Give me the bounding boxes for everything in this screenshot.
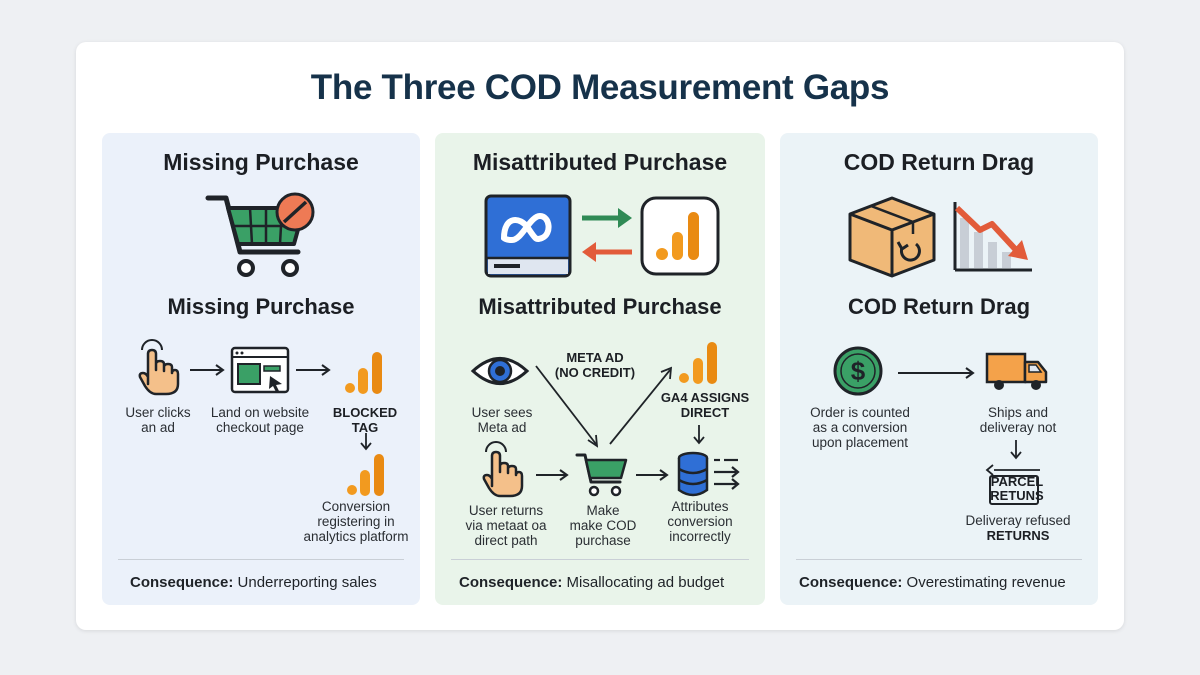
flow-arrow xyxy=(636,469,669,481)
pointer-hand-icon xyxy=(482,441,524,498)
no-entry-icon xyxy=(275,192,315,232)
shopping-cart-icon xyxy=(575,453,628,497)
panel-header: Missing Purchase xyxy=(163,149,359,175)
flow-arrow xyxy=(535,365,673,448)
svg-text:$: $ xyxy=(851,356,866,386)
divider xyxy=(796,559,1082,560)
ga4-bars-icon xyxy=(679,342,717,384)
down-arrow xyxy=(693,425,705,445)
ga4-bars-icon xyxy=(347,454,384,496)
consequence: Consequence: Underreporting sales xyxy=(130,574,377,591)
return-arrow xyxy=(985,464,1040,505)
step-label: Attributes conversion incorrectly xyxy=(667,499,733,544)
step-label: User sees Meta ad xyxy=(471,405,533,435)
panel-header: COD Return Drag xyxy=(843,149,1035,175)
ga4-bars-icon xyxy=(345,352,382,394)
meta-ad-label: META AD (NO CREDIT) xyxy=(554,350,636,380)
step-label: Ships and deliveray not xyxy=(979,405,1057,435)
ga4-bars-icon xyxy=(640,196,720,276)
delivery-truck-icon xyxy=(985,352,1048,390)
consequence: Consequence: Misallocating ad budget xyxy=(459,574,725,591)
down-arrow xyxy=(360,433,372,451)
divider xyxy=(451,559,749,560)
dollar-coin-icon: $ xyxy=(833,346,883,396)
step-label: Conversion registering in analytics plat… xyxy=(303,499,409,544)
returns-label: RETURNS xyxy=(986,528,1050,543)
panel-subheader: COD Return Drag xyxy=(847,294,1031,319)
down-arrow xyxy=(1010,440,1022,460)
step-label: Land on website checkout page xyxy=(210,405,310,435)
panel-subheader: Missing Purchase xyxy=(167,294,355,319)
declining-chart-icon xyxy=(953,202,1032,272)
package-return-icon xyxy=(848,196,936,278)
parcel-returns-label: PARCEL RETUNS xyxy=(990,474,1044,503)
flow-arrow xyxy=(536,469,569,481)
step-label: Order is counted as a conversion upon pl… xyxy=(810,405,910,450)
ga4-direct-label: GA4 ASSIGNS DIRECT xyxy=(660,390,750,420)
swap-arrows-icon xyxy=(582,208,632,262)
step-label: User returns via metaat oa direct path xyxy=(465,503,547,548)
consequence: Consequence: Overestimating revenue xyxy=(799,574,1066,591)
flow-arrow xyxy=(898,367,975,379)
blocked-tag-label: BLOCKED TAG xyxy=(332,405,398,435)
database-icon xyxy=(677,451,740,497)
divider xyxy=(118,559,404,560)
step-label: Make make COD purchase xyxy=(569,503,637,548)
panel-subheader: Misattributed Purchase xyxy=(478,294,722,319)
browser-checkout-icon xyxy=(230,346,290,394)
page-title: The Three COD Measurement Gaps xyxy=(310,68,890,107)
flow-arrow xyxy=(296,364,331,376)
step-label: Deliveray refused xyxy=(965,513,1071,528)
meta-logo-icon xyxy=(484,194,572,278)
flow-arrow xyxy=(190,364,225,376)
pointer-hand-icon xyxy=(138,339,180,396)
panel-header: Misattributed Purchase xyxy=(472,149,728,175)
eye-icon xyxy=(470,357,530,385)
step-label: User clicks an ad xyxy=(125,405,191,435)
